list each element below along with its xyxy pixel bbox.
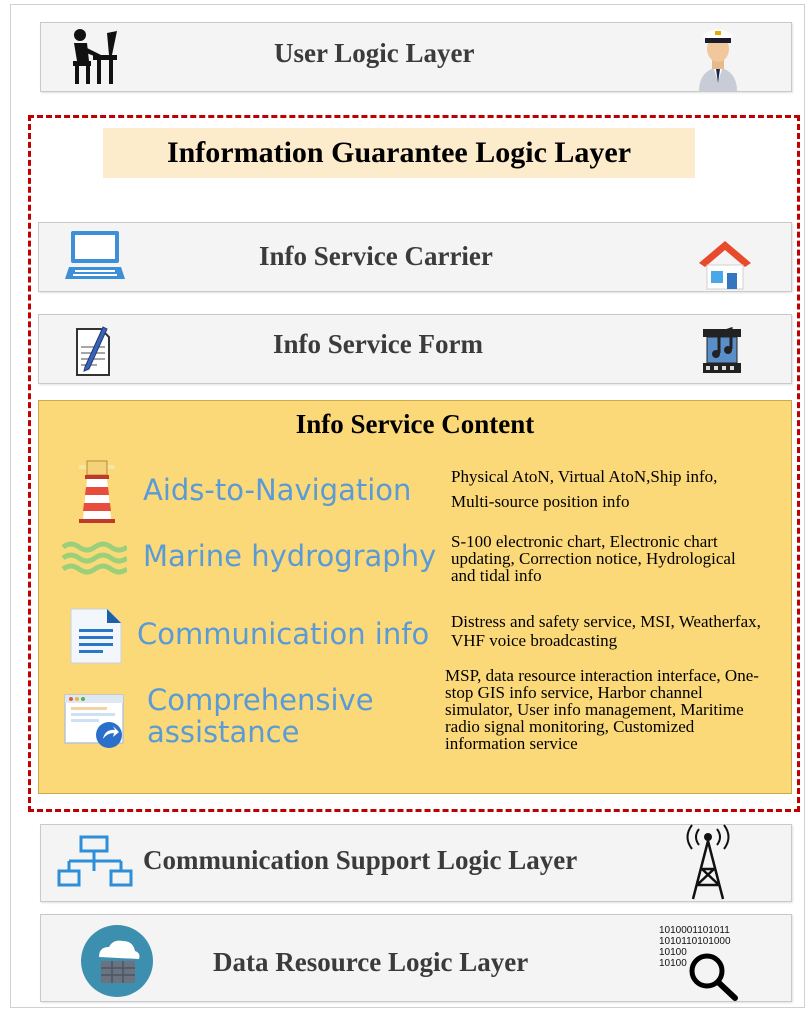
user-logic-layer: User Logic Layer xyxy=(40,22,792,92)
aids-to-navigation-description: Physical AtoN, Virtual AtoN,Ship info, M… xyxy=(451,467,718,511)
binary-line: 10100 xyxy=(659,947,687,958)
document-icon xyxy=(70,608,122,664)
music-film-icon xyxy=(703,327,741,373)
communication-support-layer: Communication Support Logic Layer xyxy=(40,824,792,902)
guarantee-layer-title: Information Guarantee Logic Layer xyxy=(103,128,695,178)
content-title: Info Service Content xyxy=(295,409,535,439)
computer-icon xyxy=(65,231,125,279)
info-service-carrier-layer: Info Service Carrier xyxy=(38,222,792,292)
binary-search-icon: 1010001101011 1010110101000 10100 10100 xyxy=(659,925,749,1001)
comprehensive-assistance-label: Comprehensive assistance xyxy=(147,683,374,749)
house-icon xyxy=(699,241,751,290)
user-layer-title: User Logic Layer xyxy=(274,38,475,68)
comprehensive-assistance-description: MSP, data resource interaction interface… xyxy=(445,666,759,753)
carrier-layer-title: Info Service Carrier xyxy=(259,241,493,271)
browser-window-icon xyxy=(64,694,124,748)
antenna-tower-icon xyxy=(686,824,730,900)
binary-line: 10100 xyxy=(659,958,687,969)
binary-line: 1010110101000 xyxy=(659,936,731,947)
magnifier-icon xyxy=(689,953,738,1001)
data-layer-title: Data Resource Logic Layer xyxy=(213,947,529,977)
outer-frame xyxy=(10,4,805,1008)
binary-line: 1010001101011 xyxy=(659,925,730,936)
network-icon xyxy=(57,835,133,887)
comm-layer-title: Communication Support Logic Layer xyxy=(143,845,578,875)
marine-hydrography-label: Marine hydrography xyxy=(143,539,437,573)
cloud-database-icon xyxy=(81,925,153,997)
communication-info-label: Communication info xyxy=(137,617,430,651)
document-pen-icon xyxy=(76,326,110,376)
waves-icon xyxy=(61,541,127,575)
lighthouse-icon xyxy=(79,460,115,523)
aids-to-navigation-label: Aids-to-Navigation xyxy=(143,473,412,507)
communication-info-description: Distress and safety service, MSI, Weathe… xyxy=(451,612,761,650)
guarantee-layer-boundary xyxy=(28,115,800,812)
captain-avatar-icon xyxy=(699,29,737,91)
info-service-form-layer: Info Service Form xyxy=(38,314,792,384)
form-layer-title: Info Service Form xyxy=(273,329,483,359)
data-resource-layer: Data Resource Logic Layer 1010001101011 … xyxy=(40,914,792,1002)
marine-hydrography-description: S-100 electronic chart, Electronic chart… xyxy=(451,532,736,585)
desk-worker-icon xyxy=(73,29,117,84)
info-service-content-box: Info Service Content Aids-to-Navigation … xyxy=(38,400,792,794)
